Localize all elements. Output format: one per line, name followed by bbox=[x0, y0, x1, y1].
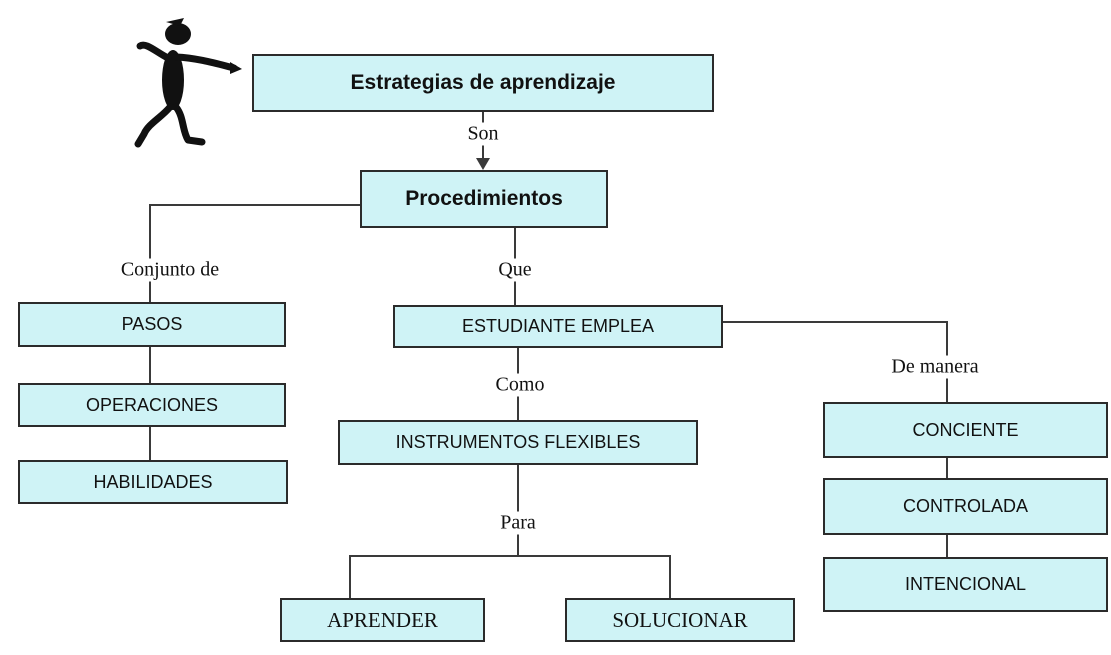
label-de-manera: De manera bbox=[888, 355, 982, 379]
label-son: Son bbox=[464, 122, 502, 146]
controlada-node: CONTROLADA bbox=[823, 478, 1108, 535]
title-node: Estrategias de aprendizaje bbox=[252, 54, 714, 112]
pasos-node: PASOS bbox=[18, 302, 286, 347]
pointing-stick-figure-icon bbox=[134, 18, 242, 148]
label-para: Para bbox=[497, 511, 539, 535]
connector-para-split bbox=[349, 555, 671, 598]
connector-procedimientos-pasos bbox=[149, 204, 360, 302]
arrow-down-icon bbox=[476, 158, 490, 170]
aprender-node: APRENDER bbox=[280, 598, 485, 642]
habilidades-node: HABILIDADES bbox=[18, 460, 288, 504]
intencional-node: INTENCIONAL bbox=[823, 557, 1108, 612]
estudiante-emplea-node: ESTUDIANTE EMPLEA bbox=[393, 305, 723, 348]
conciente-node: CONCIENTE bbox=[823, 402, 1108, 458]
label-que: Que bbox=[495, 258, 535, 282]
instrumentos-flexibles-node: INSTRUMENTOS FLEXIBLES bbox=[338, 420, 698, 465]
operaciones-node: OPERACIONES bbox=[18, 383, 286, 427]
label-como: Como bbox=[492, 373, 548, 397]
label-conjunto-de: Conjunto de bbox=[117, 258, 223, 282]
procedimientos-node: Procedimientos bbox=[360, 170, 608, 228]
solucionar-node: SOLUCIONAR bbox=[565, 598, 795, 642]
